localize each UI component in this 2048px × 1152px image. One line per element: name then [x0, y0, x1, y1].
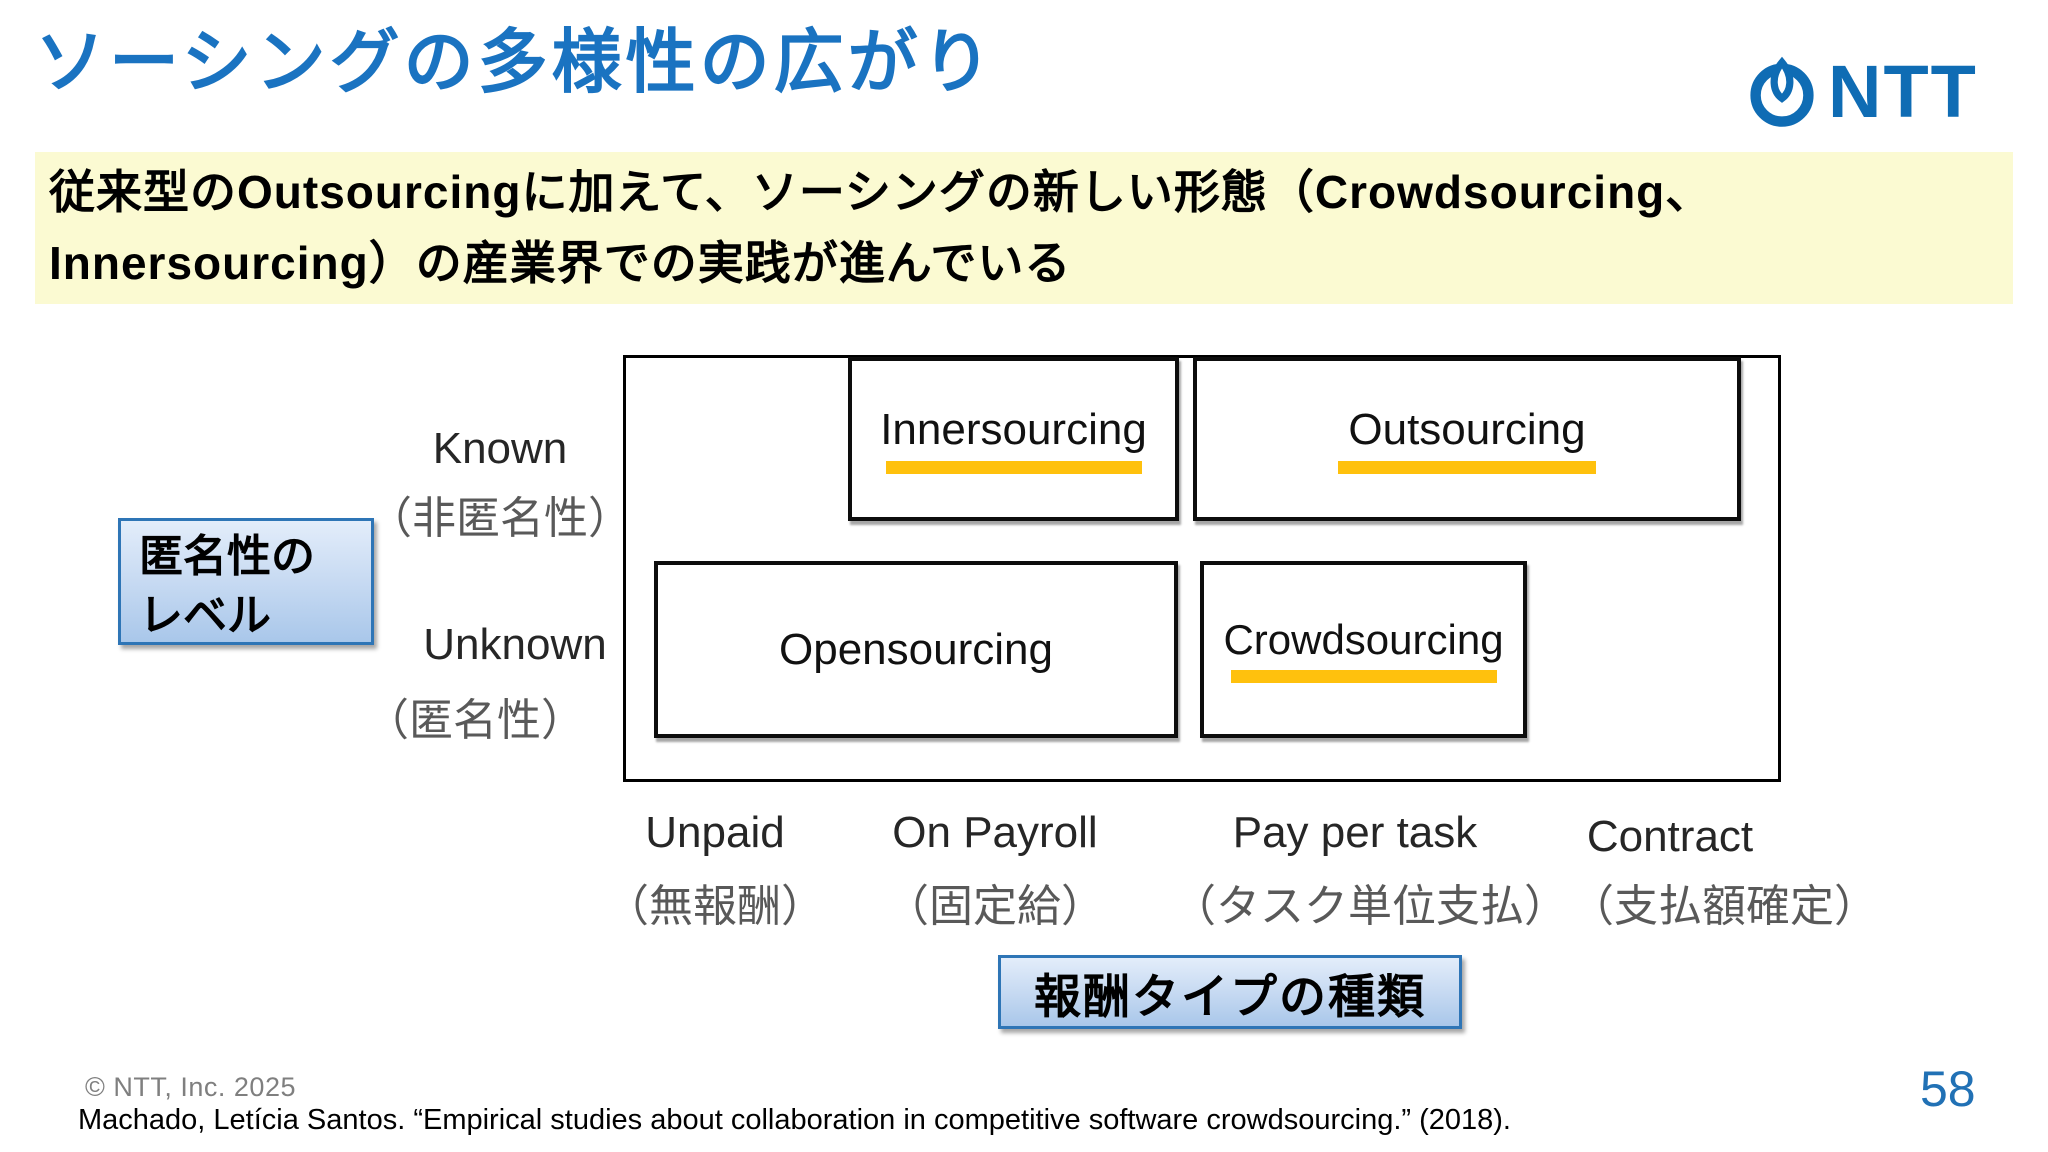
cell-crowdsourcing: Crowdsourcing — [1200, 561, 1527, 738]
cell-label: Crowdsourcing — [1223, 616, 1504, 663]
copyright-text: © NTT, Inc. 2025 — [85, 1072, 296, 1102]
row-label-known-ja: （非匿名性） — [368, 494, 632, 543]
citation-text: Machado, Letícia Santos. “Empirical stud… — [78, 1104, 1511, 1136]
col-label-on-payroll: On Payroll — [892, 808, 1098, 857]
page-number: 58 — [1920, 1061, 1976, 1117]
col-label-unpaid-ja: （無報酬） — [605, 882, 825, 931]
ntt-logo-text: NTT — [1828, 50, 1978, 133]
cell-opensourcing: Opensourcing — [654, 561, 1178, 738]
gold-underline-bar — [1230, 670, 1497, 683]
y-axis-label-box: 匿名性の レベル — [118, 518, 374, 645]
banner-text: 従来型のOutsourcingに加えて、ソーシングの新しい形態（Crowdsou… — [49, 166, 1713, 290]
ntt-logo-mark-icon — [1742, 52, 1822, 132]
col-label-pay-per-task: Pay per task — [1232, 808, 1478, 857]
gold-underline-bar — [1338, 460, 1596, 474]
x-axis-label-box: 報酬タイプの種類 — [998, 955, 1462, 1029]
cell-label: Innersourcing — [880, 404, 1147, 454]
page-title: ソーシングの多様性の広がり — [35, 23, 996, 101]
highlight-banner: 従来型のOutsourcingに加えて、ソーシングの新しい形態（Crowdsou… — [35, 152, 2013, 304]
row-label-unknown: Unknown — [423, 620, 607, 669]
cell-label: Opensourcing — [779, 624, 1053, 674]
row-label-known: Known — [432, 424, 568, 473]
row-label-unknown-ja: （匿名性） — [365, 696, 585, 745]
col-label-contract: Contract — [1586, 812, 1754, 861]
cell-label: Outsourcing — [1348, 404, 1586, 454]
cell-outsourcing: Outsourcing — [1193, 357, 1741, 521]
gold-underline-bar — [885, 460, 1142, 474]
col-label-contract-ja: （支払額確定） — [1570, 882, 1878, 931]
col-label-on-payroll-ja: （固定給） — [885, 882, 1105, 931]
col-label-pay-per-task-ja: （タスク単位支払） — [1172, 882, 1568, 931]
ntt-logo: NTT — [1742, 52, 1978, 132]
col-label-unpaid: Unpaid — [645, 808, 785, 857]
cell-innersourcing: Innersourcing — [848, 357, 1179, 521]
